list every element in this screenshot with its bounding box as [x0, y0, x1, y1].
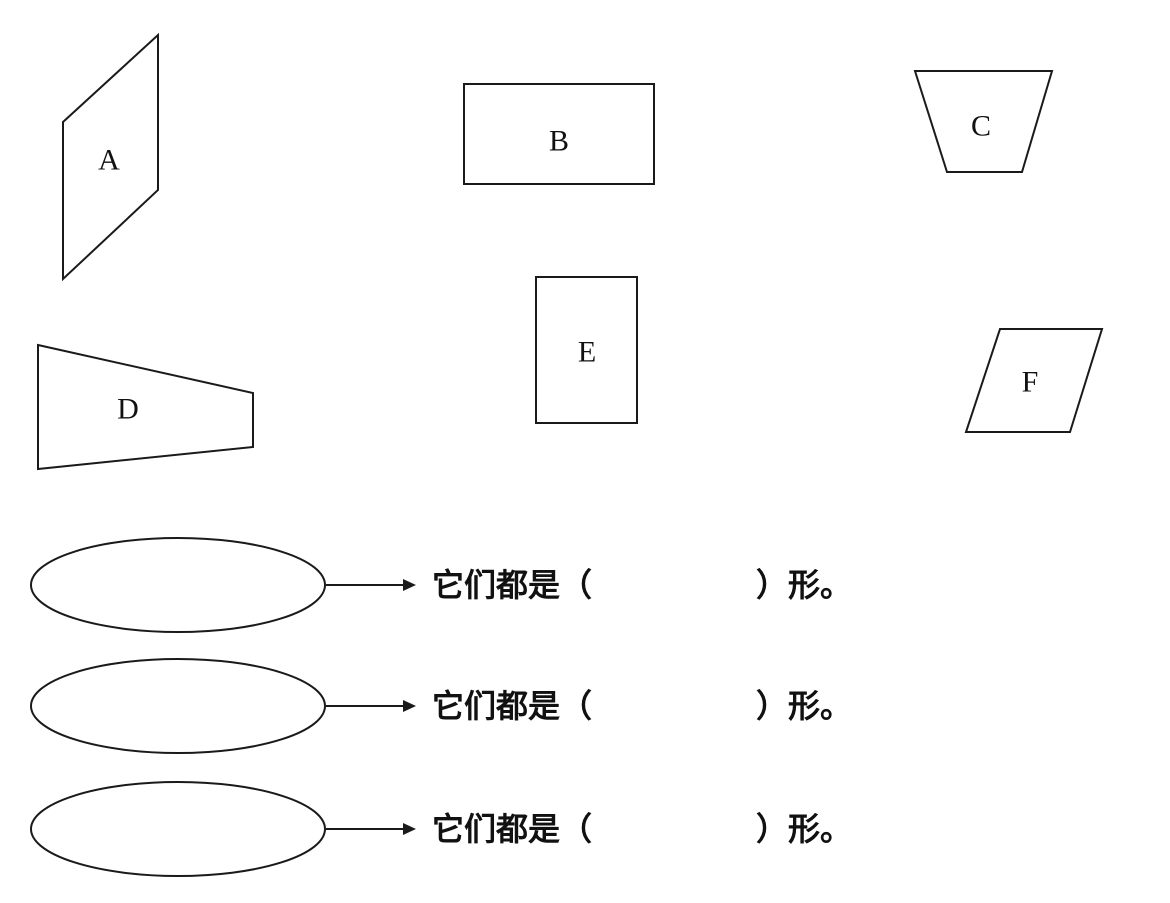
shape-b-label: B — [549, 125, 569, 158]
shape-c: C — [913, 70, 1054, 173]
arrow-2-head-icon — [403, 700, 416, 712]
answer-oval-1[interactable] — [30, 537, 326, 633]
answer-row-1: 它们都是（ ）形。 — [30, 537, 852, 633]
answer-oval-3[interactable] — [30, 781, 326, 877]
shape-f-label: F — [1022, 366, 1039, 399]
shape-a-label: A — [98, 144, 120, 177]
answer-row-1-prefix: 它们都是（ — [432, 566, 592, 604]
shape-e-label: E — [578, 336, 596, 369]
answer-blank-1[interactable] — [612, 562, 762, 608]
answer-blank-3[interactable] — [612, 806, 762, 852]
answer-blank-2[interactable] — [612, 683, 762, 729]
shape-a: A — [62, 32, 159, 282]
arrow-3-head-icon — [403, 823, 416, 835]
shape-e-outline — [535, 276, 638, 424]
shape-c-label: C — [971, 110, 991, 143]
answer-row-2-suffix: ）形。 — [756, 687, 852, 725]
shape-d-label: D — [117, 393, 139, 426]
answer-row-1-suffix: ）形。 — [756, 566, 852, 604]
answer-row-3-suffix: ）形。 — [756, 810, 852, 848]
shape-d-outline — [37, 343, 254, 471]
shape-d: D — [37, 343, 254, 471]
shape-f: F — [964, 328, 1104, 433]
shape-b: B — [463, 83, 655, 185]
shape-b-outline — [463, 83, 655, 185]
shape-e: E — [535, 276, 638, 424]
arrow-1-head-icon — [403, 579, 416, 591]
answer-row-3: 它们都是（ ）形。 — [30, 781, 852, 877]
shape-c-outline — [913, 70, 1054, 173]
answer-row-2: 它们都是（ ）形。 — [30, 658, 852, 754]
shape-f-outline — [964, 328, 1104, 433]
answer-row-2-prefix: 它们都是（ — [432, 687, 592, 725]
answer-oval-2[interactable] — [30, 658, 326, 754]
shape-a-outline — [62, 32, 159, 282]
answer-row-3-prefix: 它们都是（ — [432, 810, 592, 848]
